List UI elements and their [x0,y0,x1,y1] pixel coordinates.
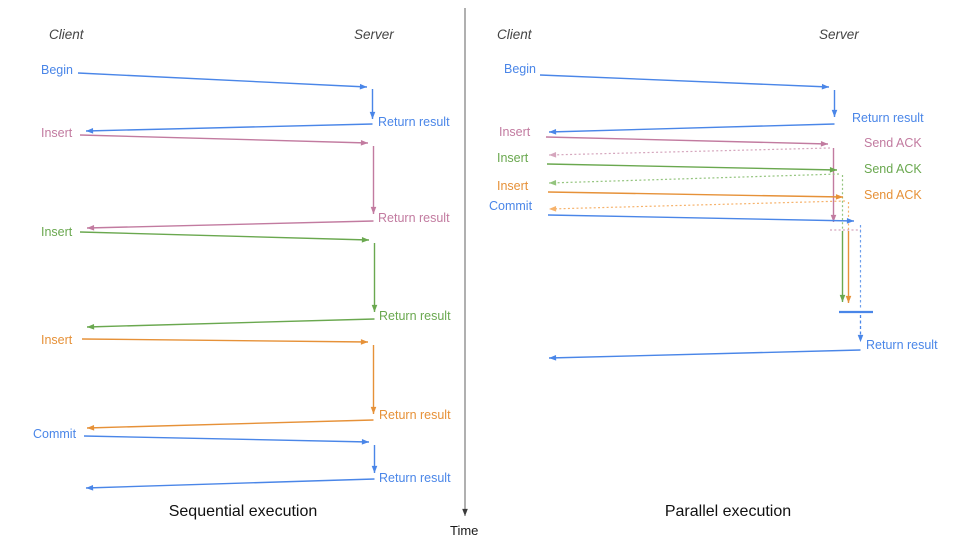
seq-insert1-response: Return result [378,211,450,225]
seq-commit-label: Commit [33,427,77,441]
par-begin-response: Return result [852,111,924,125]
seq-insert2-arrows [79,231,378,330]
par-title: Parallel execution [664,503,792,520]
par-insert2-arrows [546,163,846,303]
par-insert1-ack: Send ACK [864,136,922,150]
par-insert2-label: Insert [497,151,529,165]
par-insert1-label: Insert [499,125,531,139]
seq-commit-arrows [83,435,378,491]
par-commit-arrows [547,214,873,361]
par-commit-label: Commit [489,199,533,213]
par-insert2-ack: Send ACK [864,162,922,176]
par-insert3-arrows [547,191,852,304]
seq-server-header: Server [354,27,394,42]
seq-commit-response: Return result [379,471,451,485]
seq-client-header: Client [49,27,84,42]
seq-insert3-response: Return result [379,408,451,422]
par-begin-label: Begin [504,62,536,76]
seq-insert3-arrows [81,338,377,431]
time-axis-label: Time [450,523,479,538]
seq-insert2-response: Return result [379,309,451,323]
seq-begin-arrows [77,72,376,134]
seq-insert1-arrows [79,134,377,231]
par-insert3-ack: Send ACK [864,188,922,202]
seq-insert3-label: Insert [41,333,73,347]
seq-insert2-label: Insert [41,225,73,239]
par-client-header: Client [497,27,532,42]
par-begin-arrows [539,74,838,135]
seq-insert1-label: Insert [41,126,73,140]
seq-begin-label: Begin [41,63,73,77]
par-insert1-arrows [545,136,837,223]
par-commit-response: Return result [866,338,938,352]
par-server-header: Server [819,27,859,42]
seq-title: Sequential execution [168,503,318,520]
par-insert3-label: Insert [497,179,529,193]
seq-begin-response: Return result [378,115,450,129]
